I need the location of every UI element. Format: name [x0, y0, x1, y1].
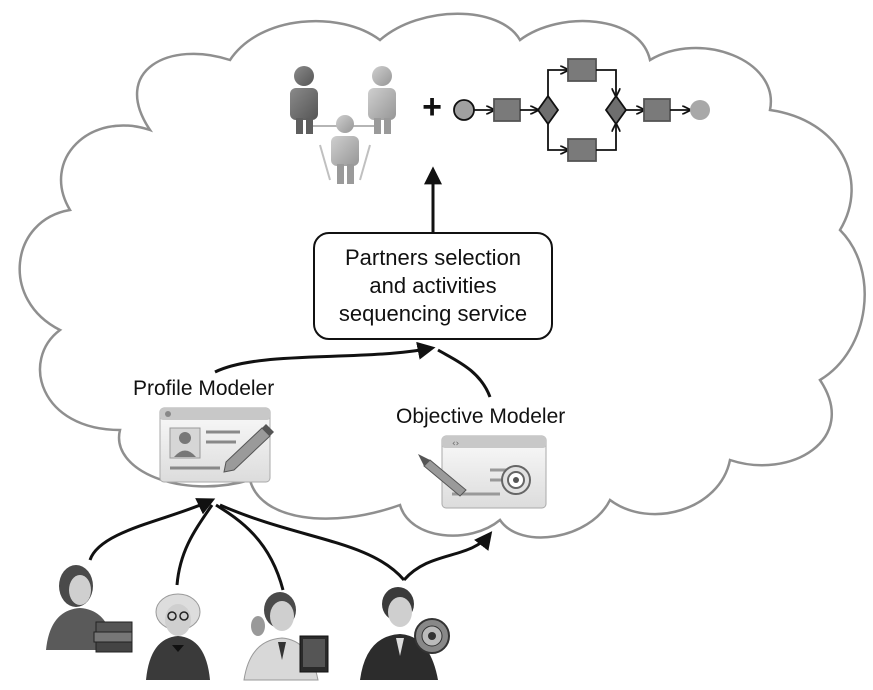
service-line-2: and activities	[369, 273, 497, 298]
service-line-3: sequencing service	[338, 301, 528, 326]
svg-text:‹›: ‹›	[452, 439, 459, 449]
profile-modeler-label: Profile Modeler	[133, 377, 275, 400]
partners-selection-service-box: Partners selection and activities sequen…	[313, 232, 553, 340]
plus-sign: +	[422, 88, 442, 126]
team-network-icon	[290, 66, 396, 184]
objective-to-service-arrow	[437, 348, 492, 398]
scientist-user-icon	[146, 593, 210, 680]
process-flow-icon	[453, 58, 710, 162]
user-connections	[88, 498, 493, 591]
office-worker-user-icon	[243, 592, 329, 681]
profile-to-service-arrow	[214, 341, 436, 374]
librarian-user-icon	[46, 565, 133, 653]
objective-modeler-label: Objective Modeler	[396, 405, 566, 428]
service-line-1: Partners selection	[344, 245, 522, 270]
objective-target-icon: ‹›	[418, 435, 547, 509]
profile-editor-icon	[159, 407, 274, 483]
official-user-icon	[360, 587, 450, 680]
